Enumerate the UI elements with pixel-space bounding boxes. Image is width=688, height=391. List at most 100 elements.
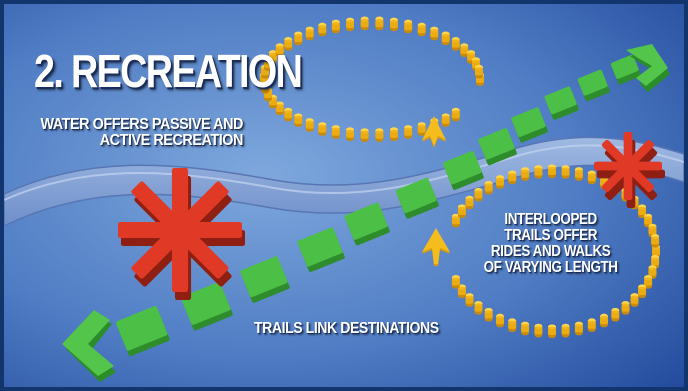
loop-trail-dot (275, 43, 284, 57)
trail-tile (115, 305, 170, 357)
loop-trail-dot (430, 26, 439, 41)
lower-loop-arrow-icon (422, 228, 450, 266)
loop-trail-dot (318, 122, 327, 136)
loop-trail-dot (508, 318, 517, 332)
loop-trail-dot (360, 16, 369, 31)
trail-tile (297, 227, 345, 273)
loop-trail-dot (389, 17, 398, 32)
caption-line: ACTIVE RECREATION (99, 132, 244, 149)
caption-line: RIDES AND WALKS (490, 243, 611, 260)
loop-trail-dot (441, 31, 450, 46)
trail-path (115, 54, 641, 357)
loop-trail-dot (460, 43, 469, 57)
loop-trail-dot (534, 323, 543, 338)
loop-trail-dot (284, 37, 293, 51)
loop-trail-dot (474, 300, 483, 315)
loop-trail-dot (305, 118, 314, 132)
loop-trails-caption: INTERLOOPED TRAILS OFFER RIDES AND WALKS… (454, 212, 647, 276)
loop-trail-dot (521, 167, 530, 181)
loop-trail-dot (346, 127, 355, 141)
trail-tile (395, 177, 439, 219)
loop-trail-dot (651, 233, 660, 248)
water-highlight (4, 144, 684, 201)
loop-trail-dot (360, 128, 369, 142)
loop-trail-dot (417, 22, 426, 37)
loop-trail-dot (548, 324, 556, 338)
loop-trail-dot (548, 164, 556, 178)
water-caption: WATER OFFERS PASSIVE AND ACTIVE RECREATI… (18, 117, 243, 149)
trail-tile (511, 107, 548, 143)
caption-line: TRAILS OFFER (504, 227, 597, 244)
trail-tile (344, 202, 390, 246)
loop-trail-dot (496, 175, 504, 189)
loop-trail-dot (474, 187, 483, 202)
loop-trail-dot (284, 107, 293, 122)
water-band (4, 136, 684, 227)
loop-trail-dot (561, 165, 570, 179)
upper-loop-arrow-icon (422, 116, 446, 148)
loop-trail-dot (611, 307, 620, 322)
loop-trail-dot (275, 101, 284, 116)
loop-trail-dot (561, 323, 570, 338)
trails-caption: TRAILS LINK DESTINATIONS (254, 320, 439, 337)
loop-trail-dot (521, 321, 530, 336)
loop-trail-dot (457, 204, 466, 218)
trail-start-arrow-icon (62, 310, 116, 382)
loop-trail-dot (346, 17, 355, 32)
loop-trail-dot (305, 26, 314, 41)
loop-trail-dot (644, 275, 653, 289)
loop-trail-dot (638, 284, 647, 298)
loop-trail-dot (451, 213, 460, 228)
page-title: 2. RECREATION (34, 45, 303, 97)
destination-asterisk-icon (594, 132, 665, 208)
loop-trail-dot (630, 293, 639, 307)
destination-asterisk-icon (118, 168, 245, 300)
loop-trail-dot (587, 170, 596, 185)
loop-trail-dot (651, 254, 660, 269)
loop-trail-dot (534, 165, 543, 179)
trail-tile (478, 128, 517, 166)
loop-trail-dot (465, 195, 474, 210)
loop-trail-dot (375, 16, 384, 31)
loop-trail-dot (574, 167, 583, 181)
loop-trail-dot (404, 19, 413, 34)
lower-loop-trail (451, 164, 660, 338)
loop-trail-dot (294, 113, 303, 127)
loop-trail-dot (441, 113, 450, 127)
loop-trail-dot (404, 125, 413, 139)
loop-trail-dot (587, 318, 596, 332)
trail-tile (544, 86, 579, 120)
loop-trail-dot (484, 180, 493, 195)
loop-trail-dot (389, 127, 398, 141)
loop-trail-dot (600, 313, 608, 328)
loop-trail-dot (331, 125, 340, 139)
loop-trail-dot (474, 64, 483, 79)
trail-tile (442, 150, 484, 190)
loop-trail-dot (331, 19, 340, 34)
loop-trail-dot (318, 22, 327, 37)
loop-trail-dot (508, 170, 517, 185)
recreation-diagram (4, 4, 684, 387)
loop-trail-dot (484, 307, 493, 322)
loop-trail-dot (268, 50, 277, 64)
trail-tile (181, 282, 233, 331)
loop-trail-dot (574, 321, 583, 336)
trail-tile (610, 54, 641, 85)
loop-trail-dot (638, 204, 647, 218)
loop-trail-dot (375, 128, 384, 142)
loop-trail-dot (451, 37, 460, 51)
loop-trail-dot (294, 31, 303, 46)
loop-trail-dot (417, 122, 426, 136)
loop-trail-dot (451, 107, 460, 122)
loop-trail-dot (451, 275, 460, 289)
loop-trail-dot (465, 293, 474, 307)
loop-trail-dot (496, 313, 504, 328)
caption-line: INTERLOOPED (504, 211, 597, 228)
loop-trail-dot (648, 223, 657, 238)
loop-trail-dot (621, 300, 630, 315)
loop-trail-dot (457, 284, 466, 298)
caption-line: OF VARYING LENGTH (483, 259, 618, 276)
trail-tile (577, 69, 610, 102)
trail-tile (240, 256, 290, 303)
